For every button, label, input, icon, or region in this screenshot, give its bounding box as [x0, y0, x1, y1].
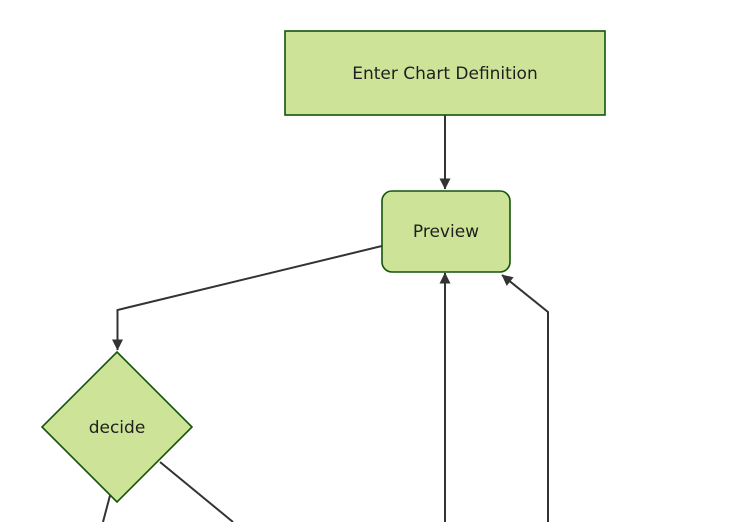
node-decide: [40, 350, 194, 504]
edge-preview-to-decide: [112, 245, 383, 351]
node-preview-label: Preview: [413, 222, 479, 242]
edge-offscreen-to-preview-bottom-right: [501, 274, 549, 522]
node-enter-chart-definition-label: Enter Chart Definition: [352, 64, 537, 84]
node-enter-chart-definition: [284, 30, 606, 116]
node-preview: [381, 190, 511, 273]
edge-decide-to-offscreen-right: [159, 461, 234, 522]
node-decide-label: decide: [89, 418, 146, 438]
edge-decide-to-offscreen-left: [102, 495, 111, 522]
